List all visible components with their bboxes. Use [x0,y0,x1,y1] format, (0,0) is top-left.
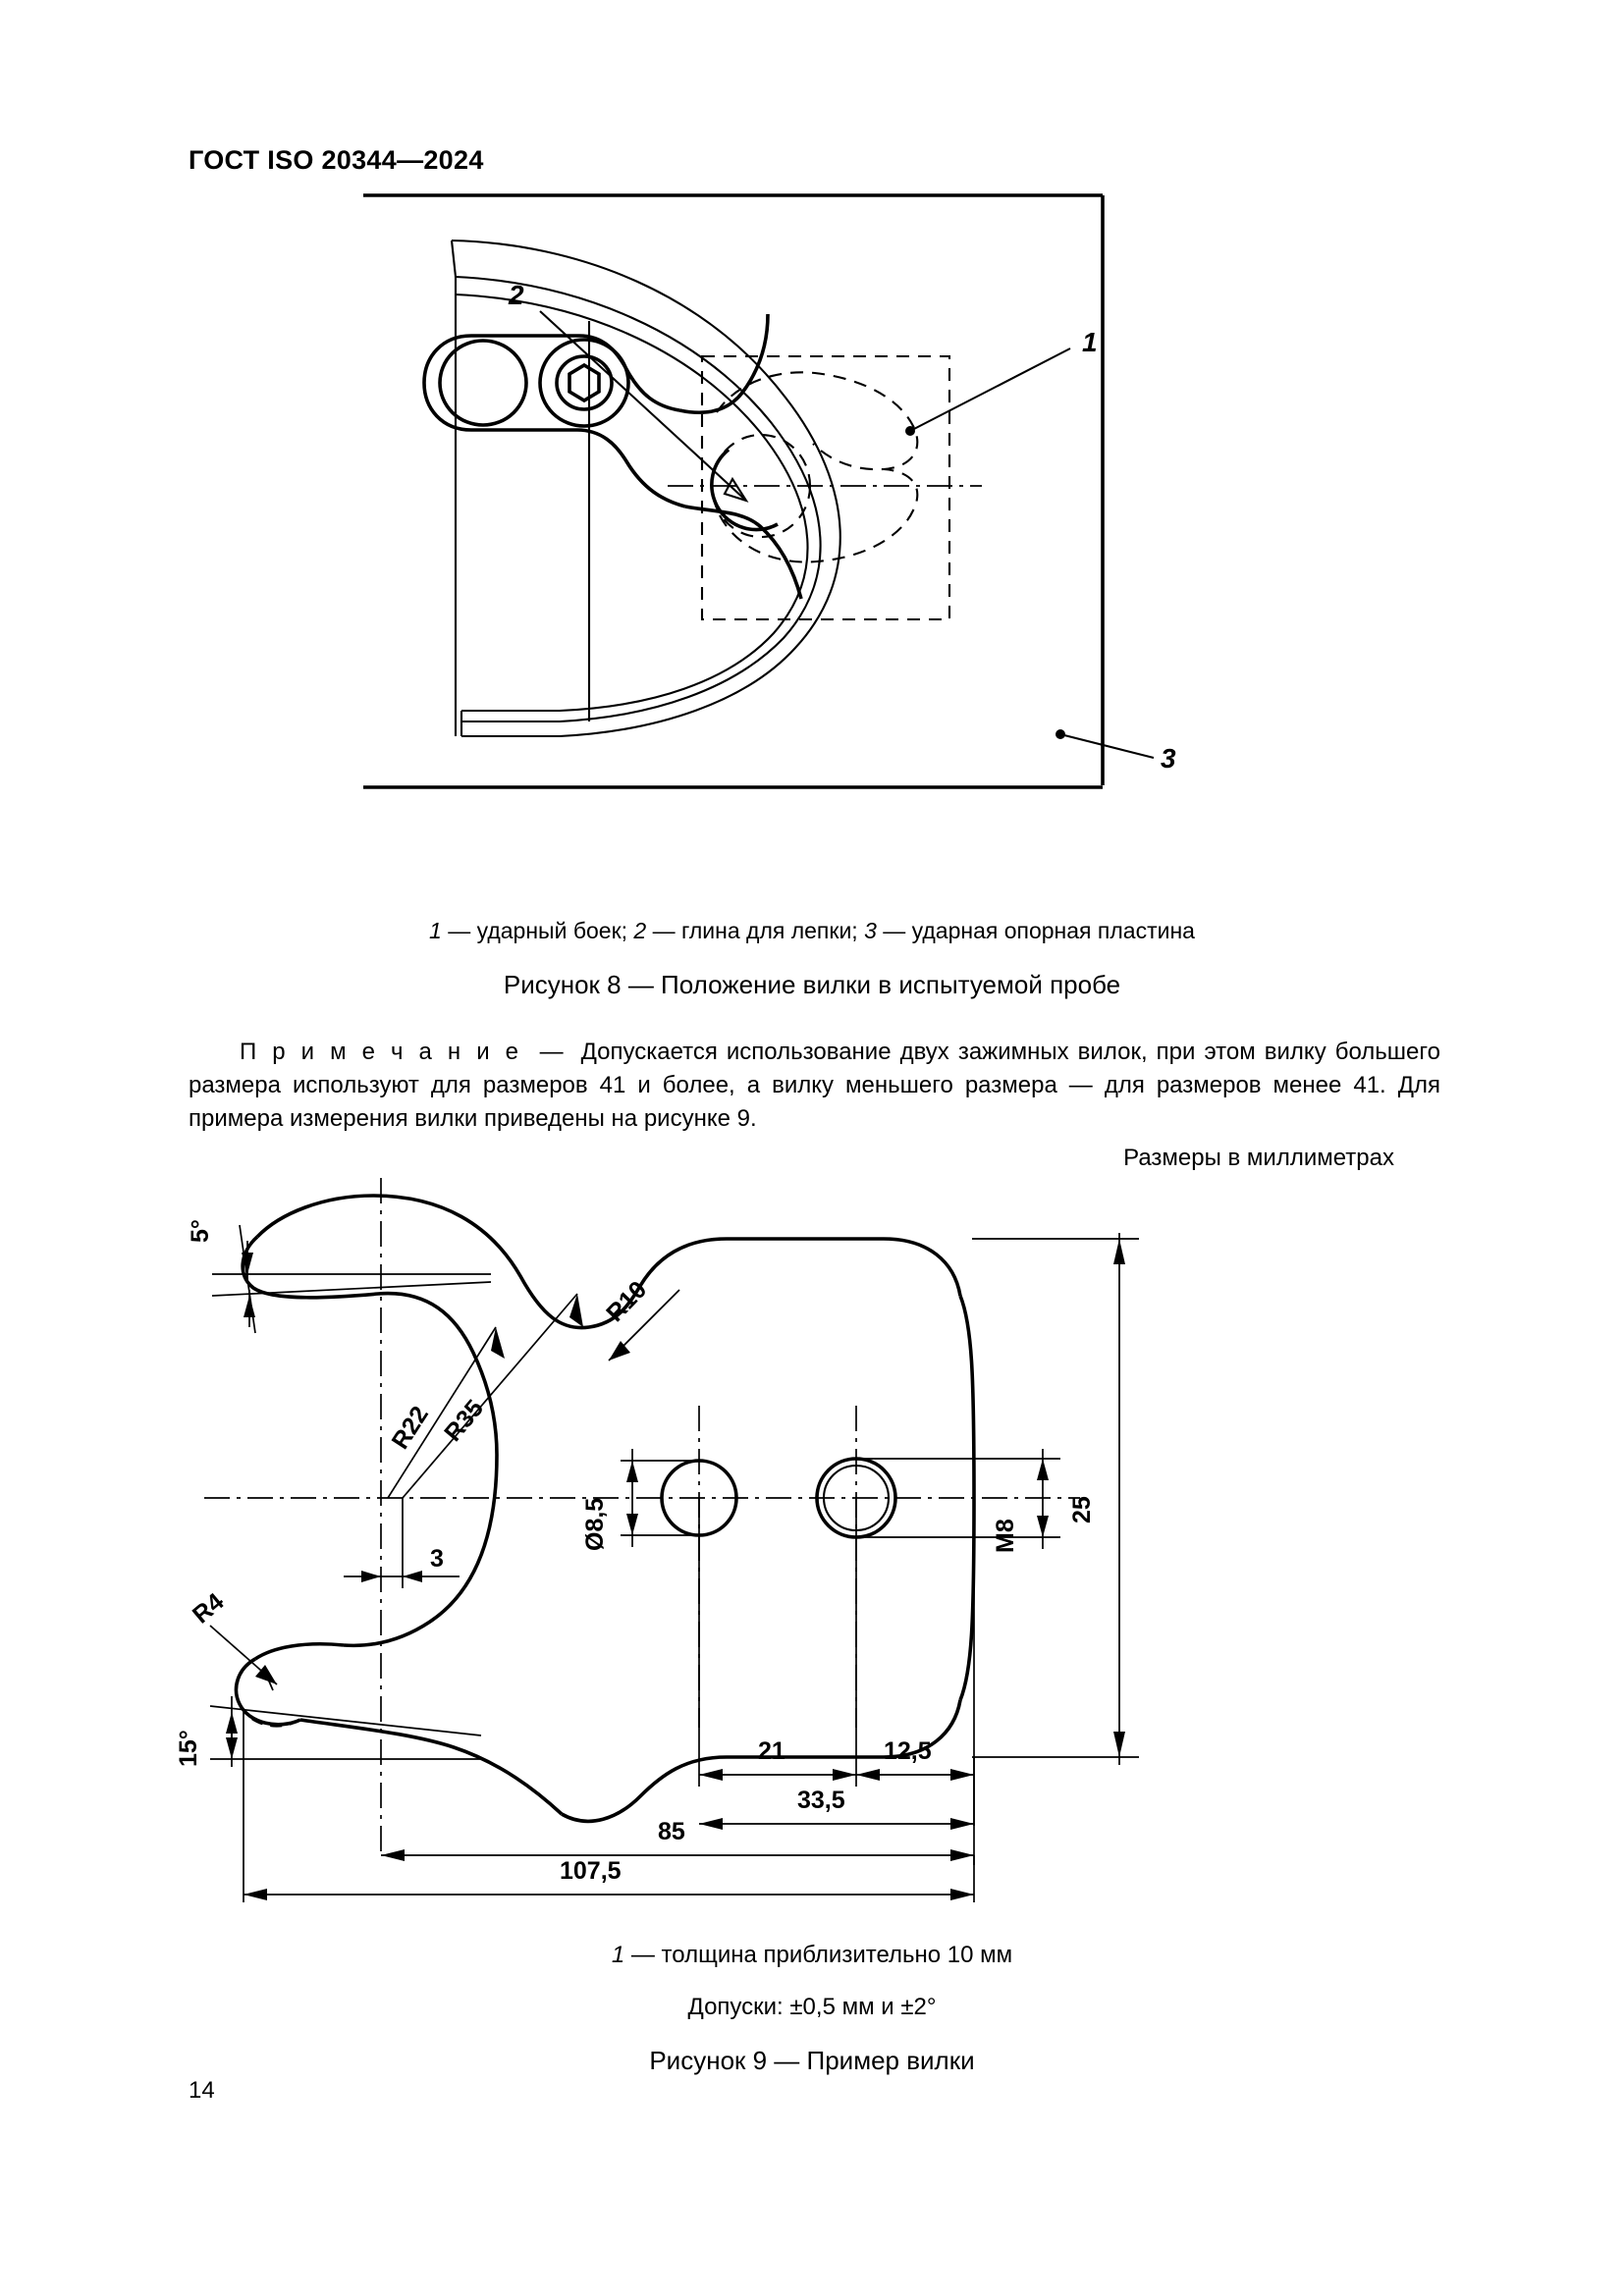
dimension-25: 25 [972,1233,1139,1765]
callout-1-label: 1 [1082,327,1098,357]
dimension-m8: M8 [856,1449,1060,1553]
figure-9-drawing: 5° 15° R4 R [175,1178,1473,1924]
page-header: ГОСТ ISO 20344—2024 [189,145,484,175]
angle-15-label: 15° [175,1730,202,1767]
figure-8-legend: 1 — ударный боек; 2 — глина для лепки; 3… [0,918,1624,944]
dimension-dia-8-5: Ø8,5 [581,1449,707,1551]
figure-9-note-marker: 1 [611,1942,625,1968]
dimension-85: 85 [381,1757,975,1865]
dim-3-label: 3 [430,1545,444,1573]
note-lead-label: П р и м е ч а н и е [240,1039,522,1065]
legend-text-1: — ударный боек; [441,918,634,943]
figure-8-title: Рисунок 8 — Положение вилки в испытуемой… [503,970,1121,999]
dimension-r10: R10 [601,1276,680,1362]
figure-9-tolerances: Допуски: ±0,5 мм и ±2° [687,1994,937,2020]
impact-support-plate [363,193,1105,789]
note-dash: — [539,1039,564,1065]
dim-107-5-label: 107,5 [560,1857,622,1885]
figure-9-title: Рисунок 9 — Пример вилки [649,2046,975,2075]
m8-label: M8 [992,1519,1019,1553]
callout-2-label: 2 [508,280,524,310]
figure-9-units-label: Размеры в миллиметрах [1123,1145,1394,1171]
figure-9-note-text: — толщина приблизительно 10 мм [624,1942,1013,1968]
legend-marker-2: 2 [633,918,647,943]
dimension-r4: R4 [188,1588,278,1691]
dimension-angle-5deg: 5° [187,1219,492,1334]
dimension-21-12-5: 21 12,5 [698,1498,975,1826]
dimension-107-5: 107,5 [243,1708,975,1902]
figure-9-svg: 5° 15° R4 R [175,1178,1139,1902]
clay-test-sample [450,239,841,738]
callout-1-leader [905,347,1071,436]
dimension-33-5: 33,5 [699,1787,974,1830]
callout-3-label: 3 [1161,743,1176,774]
note-paragraph: П р и м е ч а н и е — Допускается исполь… [189,1036,1440,1136]
r22-label: R22 [387,1402,434,1455]
legend-marker-3: 3 [864,918,877,943]
note-body: Допускается использование двух зажимных … [189,1039,1440,1133]
dimension-r35: R35 [402,1293,583,1499]
dim-21-label: 21 [758,1737,785,1765]
dimension-angle-15deg: 15° [175,1696,482,1767]
r35-label: R35 [439,1395,489,1447]
callout-3-leader [1056,729,1155,760]
angle-5-label: 5° [187,1219,214,1243]
figure-8-drawing: 1 2 3 [363,187,1208,903]
impact-striker [422,334,686,508]
dimension-3: 3 [344,1498,460,1588]
figure-8-svg: 1 2 3 [363,193,1176,789]
hidden-contours [710,371,919,563]
r4-label: R4 [188,1588,230,1629]
legend-marker-1: 1 [429,918,442,943]
dia-8-5-label: Ø8,5 [581,1498,609,1551]
centre-lines [204,1178,1080,1855]
legend-text-2: — глина для лепки; [646,918,865,943]
page-number: 14 [189,2077,215,2104]
legend-text-3: — ударная опорная пластина [876,918,1195,943]
dim-85-label: 85 [658,1818,685,1845]
dim-25-label: 25 [1068,1496,1096,1523]
figure-9-note: 1 — толщина приблизительно 10 мм [0,1942,1624,1969]
dim-12-5-label: 12,5 [884,1737,932,1765]
callout-2-leader [539,310,749,503]
measurement-zone [668,354,982,621]
dim-33-5-label: 33,5 [797,1787,845,1814]
